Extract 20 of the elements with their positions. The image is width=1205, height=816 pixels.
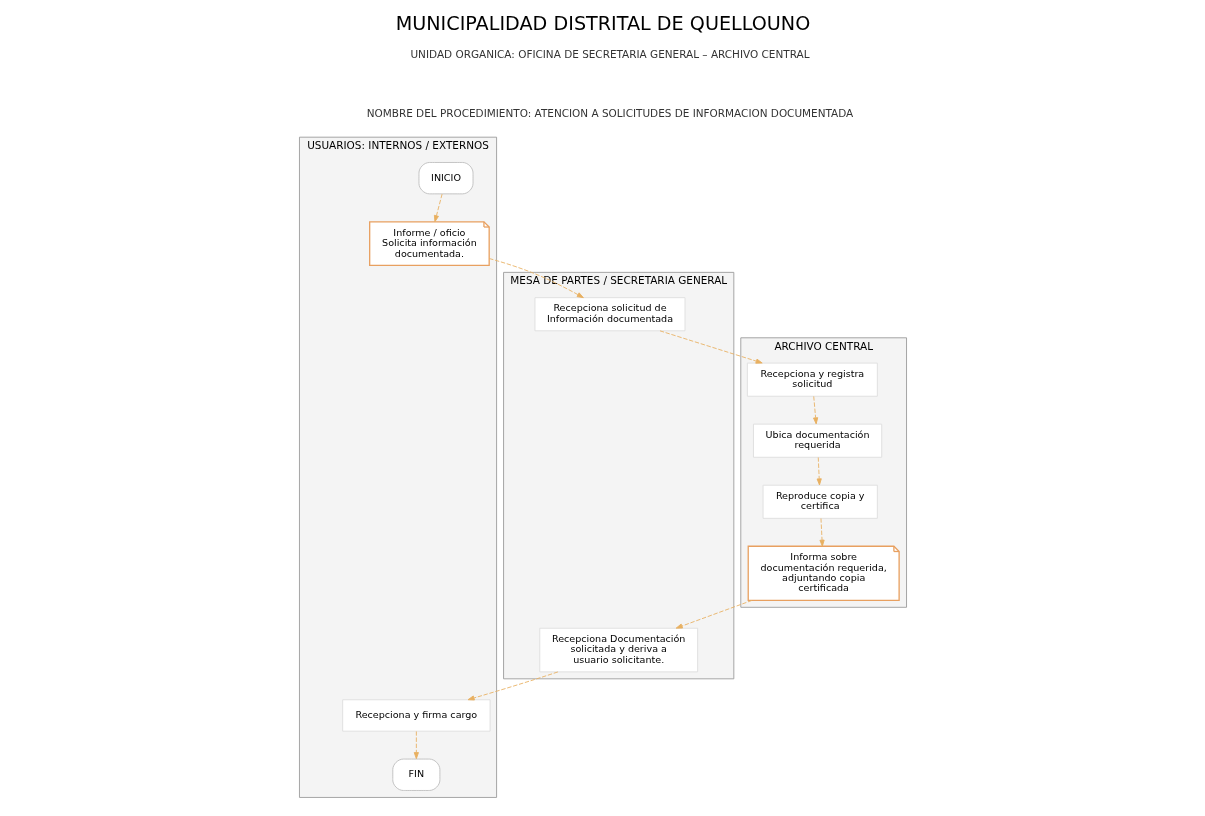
node-box: Ubica documentación requerida [752, 423, 882, 458]
arrow [816, 457, 822, 486]
node-box: INICIO [418, 162, 473, 195]
node-box: Reproduce copia y certifica [762, 484, 878, 519]
arrow [819, 518, 825, 547]
arrow [659, 330, 763, 364]
node-box: Recepciona y firma cargo [341, 699, 490, 732]
node-box: Recepciona y registra solicitud [746, 362, 878, 397]
diagram-title: MUNICIPALIDAD DISTRITAL DE QUELLOUNO [395, 12, 810, 36]
arrow [812, 396, 818, 425]
arrow [413, 731, 419, 760]
arrow [488, 258, 584, 299]
arrow [675, 599, 752, 629]
label: UNIDAD ORGANICA: OFICINA DE SECRETARIA GENERAL – ARCHIVO CENTRAL [409, 47, 809, 60]
label: NOMBRE DEL PROCEDIMIENTO: ATENCION A SOLICITUDES DE INFORMACION DOCUMENTADA [366, 107, 853, 120]
node-box: FIN [391, 758, 440, 791]
node-box: Recepciona solicitud de Información documentada [534, 297, 685, 332]
node-box: Recepciona Documentación solicitada y deriva a usuario solicitante. [538, 627, 698, 673]
arrow [433, 193, 442, 223]
arrow [467, 671, 558, 701]
